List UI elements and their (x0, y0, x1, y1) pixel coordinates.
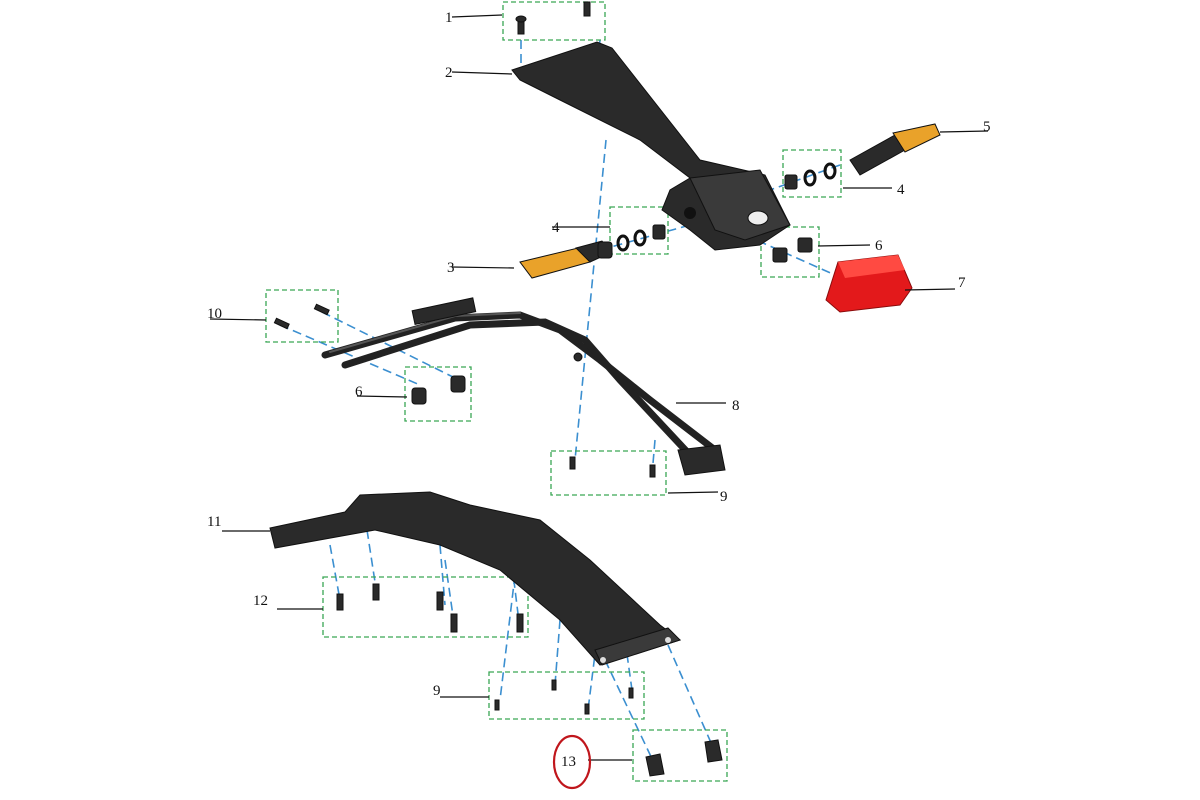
callout-1: 1 (445, 10, 453, 26)
callout-5: 5 (983, 119, 991, 135)
callout-8: 8 (732, 398, 740, 414)
part-nuts-right (772, 237, 813, 263)
highlight-circle (552, 734, 592, 790)
callout-6-left: 6 (355, 384, 363, 400)
part-nuts-left (411, 375, 466, 405)
part-bolts-10 (273, 303, 330, 330)
part-screws-12 (336, 583, 524, 633)
assembly-axis-lines (279, 39, 841, 766)
part-screws-9-upper (569, 456, 656, 478)
guide-boxes (265, 1, 842, 782)
part-washers-left (616, 224, 666, 252)
callout-9-lower: 9 (433, 683, 441, 699)
part-washers-right (784, 162, 837, 190)
part-indicator-right (849, 123, 941, 176)
callout-6-right: 6 (875, 238, 883, 254)
part-screws-top (515, 1, 591, 35)
part-rear-subframe (321, 297, 726, 476)
callout-4-left: 4 (552, 220, 560, 236)
leader-lines (209, 14, 989, 761)
callout-9-upper: 9 (720, 489, 728, 505)
callout-2: 2 (445, 65, 453, 81)
callout-11: 11 (207, 514, 221, 530)
callout-7: 7 (958, 275, 966, 291)
callout-12: 12 (253, 593, 268, 609)
callout-labels: 1 2 3 4 4 5 6 6 7 8 9 9 10 11 12 13 (207, 10, 991, 770)
part-screws-9-lower (494, 679, 634, 715)
part-indicator-left (519, 240, 613, 279)
part-tail-light (825, 254, 913, 313)
part-rear-fender (511, 41, 791, 251)
callout-4-right: 4 (897, 182, 905, 198)
callout-13: 13 (561, 754, 576, 770)
callout-3: 3 (447, 260, 455, 276)
callout-10: 10 (207, 306, 222, 322)
part-clips-13 (645, 739, 723, 777)
part-under-tray (269, 491, 682, 666)
